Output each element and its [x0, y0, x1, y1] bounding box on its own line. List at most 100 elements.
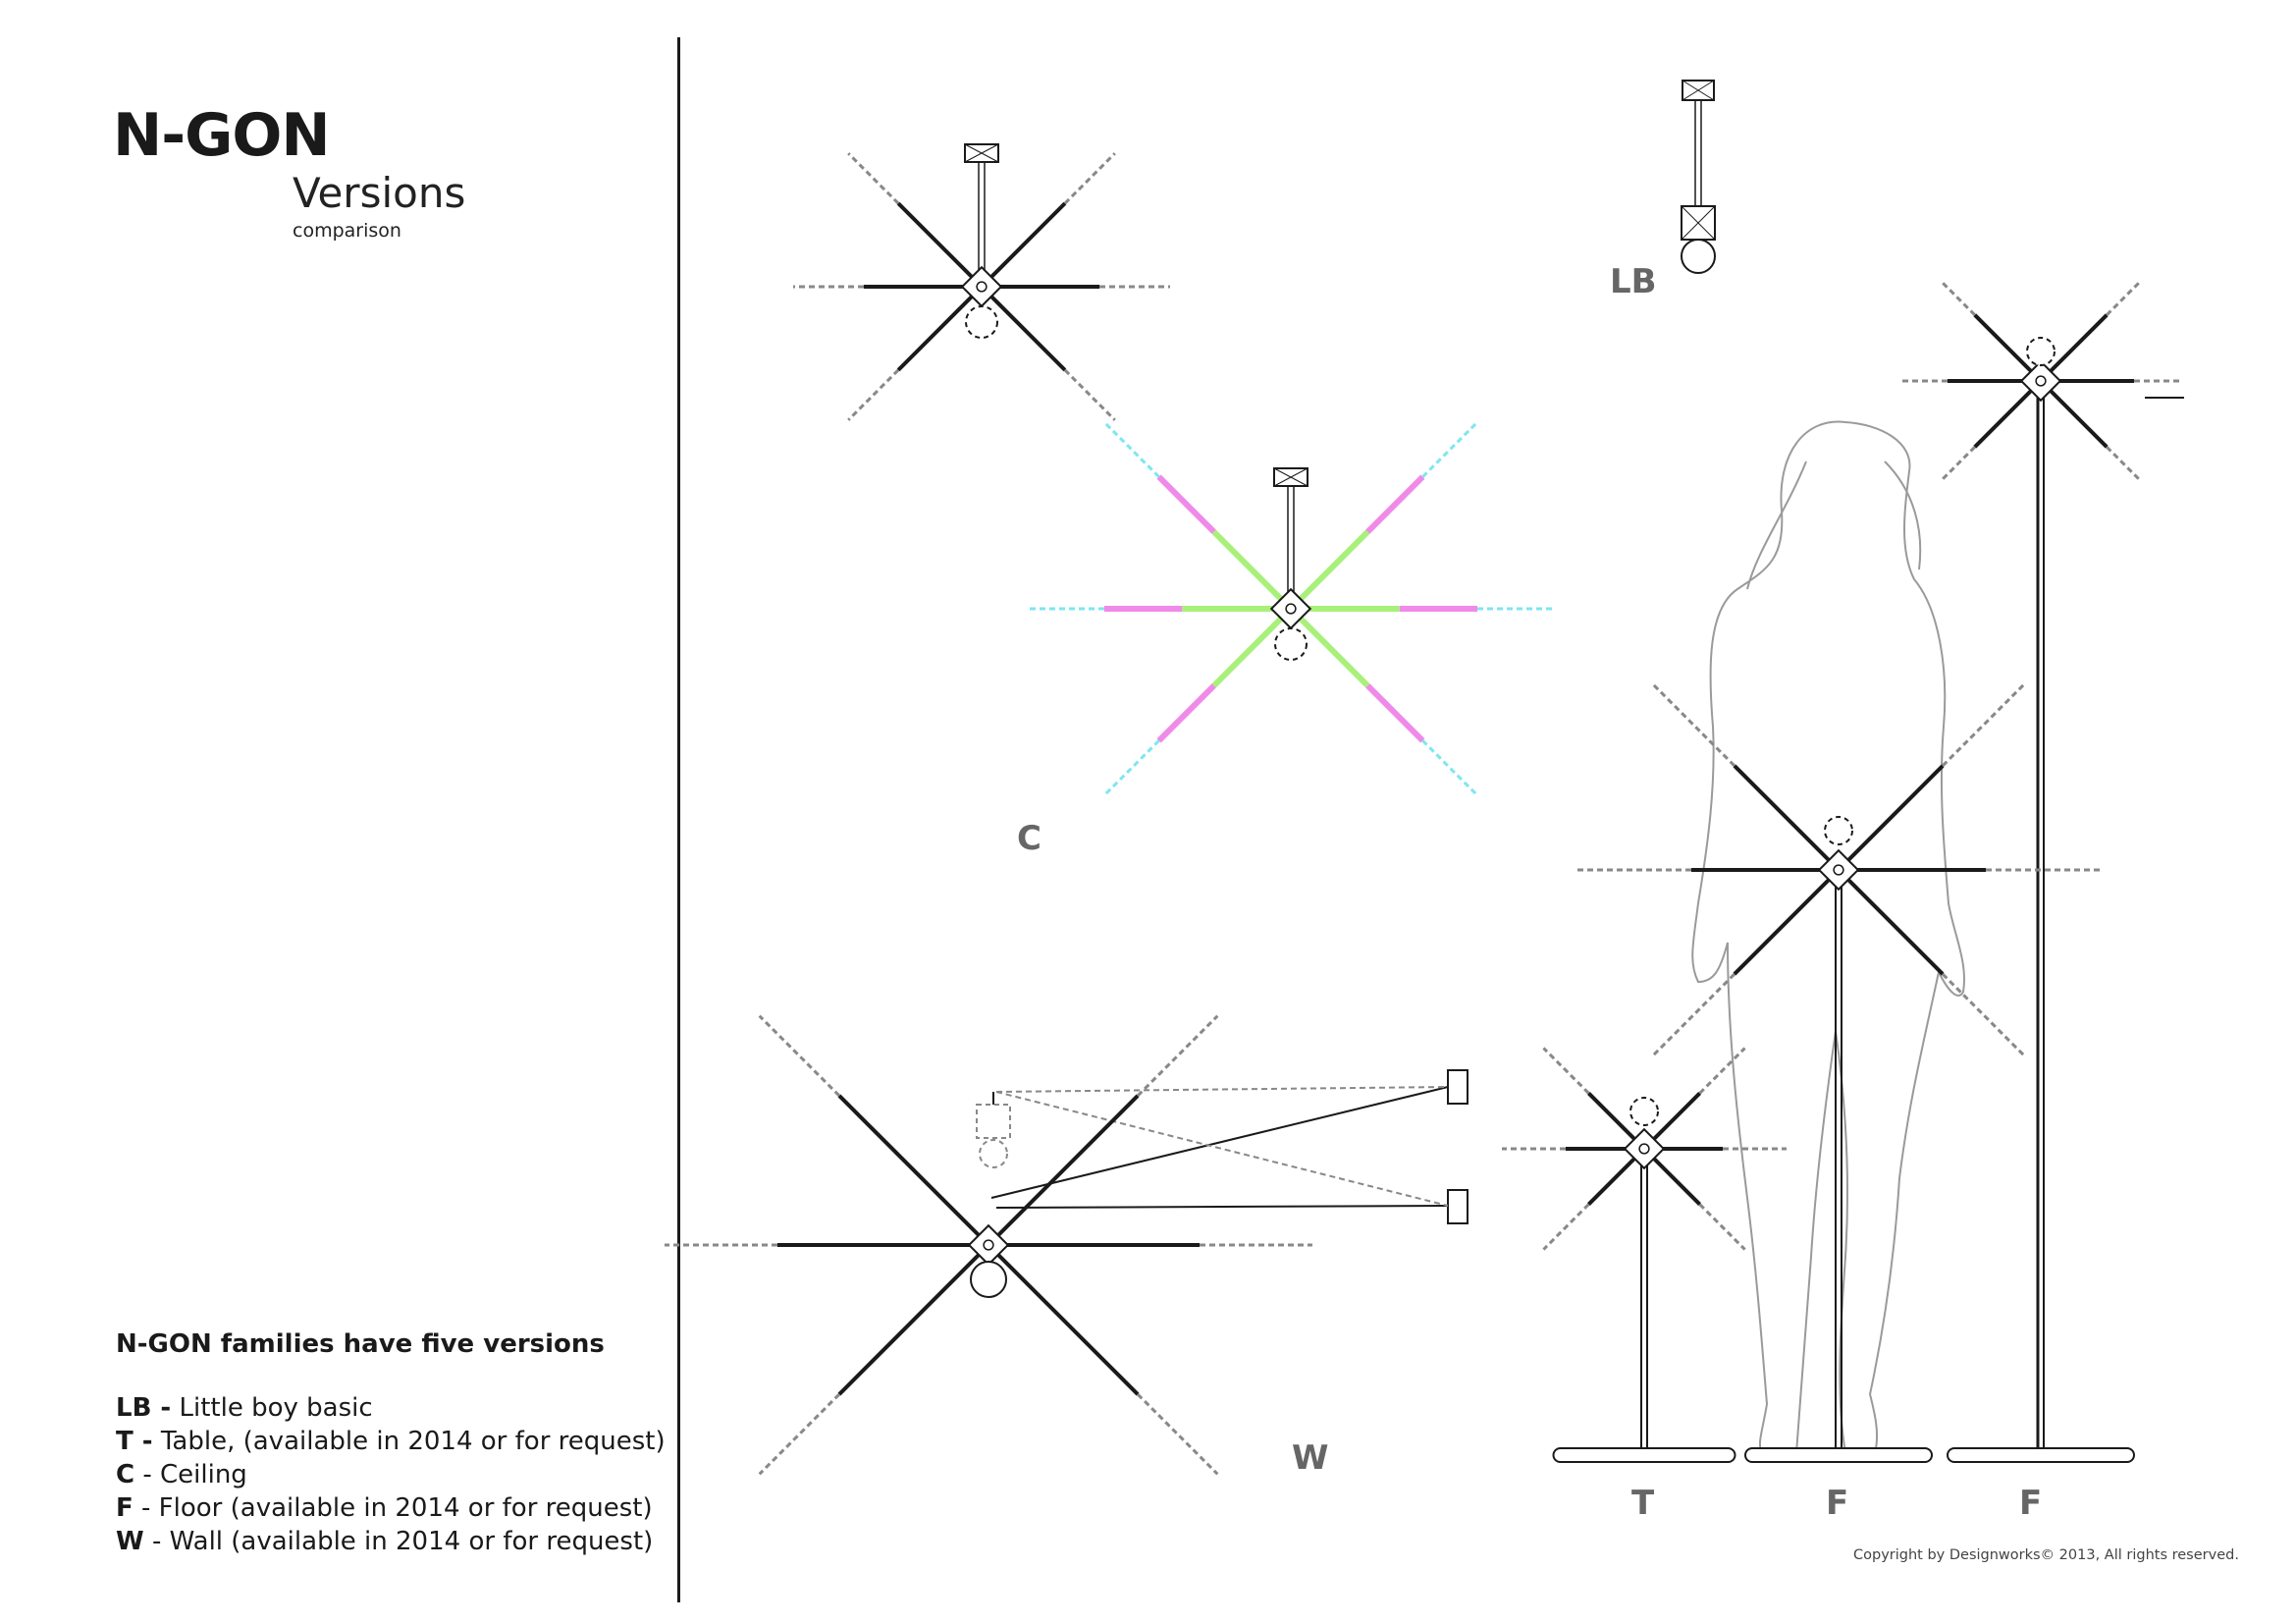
legend-code: T -: [116, 1427, 153, 1456]
table-base: [1552, 1447, 1736, 1463]
arm-segment-pink: [1156, 474, 1216, 534]
wall-arm-alt: [995, 1091, 1449, 1207]
floor-mid-base: [1744, 1447, 1933, 1463]
arm-segment: [2049, 313, 2109, 373]
arm-segment: [1846, 764, 1945, 862]
arm-segment: [2049, 389, 2109, 449]
arm-segment-pink: [1365, 683, 1425, 743]
lb-socket-cross: [1681, 205, 1716, 241]
lb-bulb: [1681, 239, 1716, 274]
wall-bulb: [970, 1261, 1007, 1298]
hub-diamond: [1269, 587, 1312, 630]
legend-code: C: [116, 1460, 135, 1489]
wall-arm-alt: [995, 1086, 1449, 1093]
arm-extension-dashed: [1698, 1203, 1746, 1251]
arm-segment: [837, 1094, 981, 1237]
arm-extension-dashed: [1942, 681, 2027, 767]
ceiling-colored-star: [1026, 420, 1556, 797]
arm-extension-dashed: [1063, 152, 1116, 205]
arm-extension-dashed: [1650, 973, 1735, 1058]
wall-alt-socket: [976, 1104, 1011, 1139]
legend-text: - Ceiling: [134, 1460, 247, 1489]
legend-item-w: W - Wall (available in 2014 or for reque…: [116, 1525, 666, 1558]
hub-center: [983, 1239, 994, 1251]
legend-item-t: T - Table, (available in 2014 or for req…: [116, 1425, 666, 1458]
canopy-cross: [1682, 80, 1715, 101]
arm-segment-green: [1211, 529, 1284, 602]
arm-extension-dashed: [847, 368, 900, 421]
legend-text: Little boy basic: [171, 1393, 373, 1423]
hub-diamond: [1817, 848, 1860, 892]
arm-segment: [989, 295, 1067, 372]
arm-extension-dashed: [1542, 1047, 1590, 1095]
arm-extension-dashed: [1939, 279, 1976, 316]
page-title: N-GON: [113, 101, 331, 170]
figure-hair: [1746, 460, 1922, 590]
arm-extension-dashed: [1698, 1047, 1746, 1095]
floor-mid-star: [1574, 681, 2104, 1058]
arm-segment-green: [1298, 529, 1370, 602]
arm-segment: [1587, 1092, 1636, 1141]
legend-code: F: [116, 1493, 133, 1523]
hub-center: [1638, 1143, 1650, 1155]
legend-list: LB - Little boy basic T - Table, (availa…: [116, 1391, 666, 1558]
hub-center: [976, 281, 988, 293]
floor-tall-base: [1947, 1447, 2135, 1463]
arm-segment-pink: [1365, 474, 1425, 534]
hub-diamond: [967, 1223, 1010, 1267]
version-label-lb: LB: [1610, 262, 1657, 301]
wall-arm-lower: [995, 1205, 1449, 1209]
version-label-c: C: [1017, 819, 1041, 858]
arm-segment: [1733, 878, 1831, 976]
human-figure-silhouette: [1691, 420, 1965, 1454]
page-subtitle: Versions: [293, 169, 466, 217]
legend-text: - Floor (available in 2014 or for reques…: [133, 1493, 653, 1523]
arm-segment: [996, 1253, 1140, 1396]
arm-extension-dashed: [1939, 446, 1976, 483]
wall-mount-lower: [1447, 1189, 1468, 1224]
floor-mid-bulb: [1824, 816, 1853, 845]
arm-segment: [896, 201, 974, 279]
arm-extension-dashed: [1063, 368, 1116, 421]
ceiling-bulb: [1274, 627, 1308, 661]
arm-segment: [1846, 878, 1945, 976]
arm-extension-dashed: [1136, 1392, 1219, 1476]
page-subsubtitle: comparison: [293, 220, 401, 242]
arm-extension-cyan: [1102, 739, 1160, 797]
arm-extension-cyan: [1421, 420, 1479, 478]
arm-extension-dashed: [1942, 973, 2027, 1058]
arm-extension-dashed: [1542, 1203, 1590, 1251]
ceiling-small-bulb: [965, 305, 998, 339]
wall-arm: [990, 1086, 1449, 1199]
arm-extension-dashed: [2106, 446, 2143, 483]
table-star: [1502, 1047, 1787, 1251]
hub-center: [1285, 603, 1297, 615]
arm-segment: [896, 295, 974, 372]
legend-text: - Wall (available in 2014 or for request…: [143, 1527, 654, 1556]
arm-segment: [1973, 313, 2033, 373]
legend-code: W: [116, 1527, 144, 1556]
wall-mount-upper: [1447, 1069, 1468, 1105]
legend-item-c: C - Ceiling: [116, 1458, 666, 1491]
arm-extension-cyan: [1102, 420, 1160, 478]
vertical-divider: [677, 37, 680, 1602]
fixtures-group: [665, 80, 2184, 1476]
copyright-notice: Copyright by Designworks© 2013, All righ…: [1853, 1547, 2239, 1563]
legend-heading: N-GON families have five versions: [116, 1329, 605, 1359]
arm-segment-green: [1211, 616, 1284, 688]
hub-center: [1833, 864, 1844, 876]
legend-item-lb: LB - Little boy basic: [116, 1391, 666, 1425]
arm-segment: [1587, 1157, 1636, 1206]
arm-segment: [1652, 1157, 1701, 1206]
arm-extension-dashed: [758, 1014, 841, 1098]
arm-extension-dashed: [758, 1392, 841, 1476]
wall-alt-bulb: [979, 1139, 1008, 1168]
arm-extension-dashed: [847, 152, 900, 205]
version-label-f2: F: [2019, 1484, 2042, 1523]
arm-extension-dashed: [1650, 681, 1735, 767]
version-label-w: W: [1292, 1438, 1329, 1478]
arm-segment: [1733, 764, 1831, 862]
version-label-t: T: [1631, 1484, 1655, 1523]
floor-tall-bulb: [2026, 337, 2056, 366]
